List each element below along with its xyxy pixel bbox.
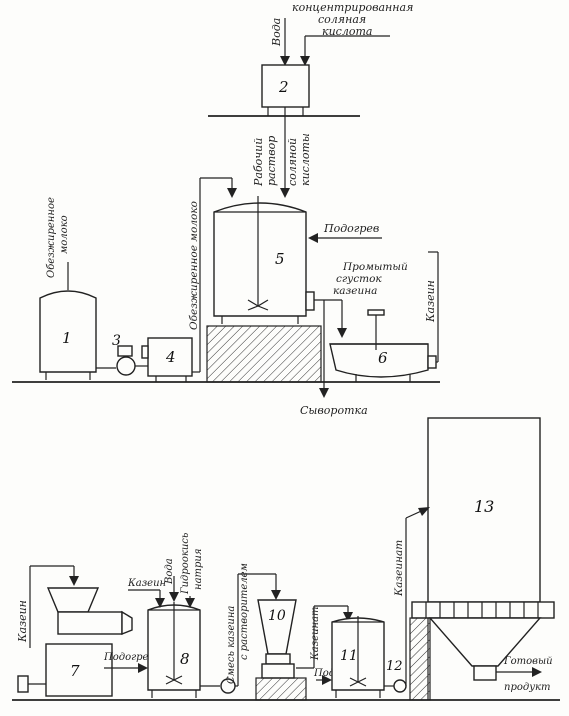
label-naoh-2: натрия — [193, 549, 204, 591]
number-5: 5 — [275, 250, 285, 268]
label-working-solution-3: соляной — [286, 138, 299, 186]
label-caseinate-13: Казеинат — [393, 540, 405, 597]
label-whey: Сыворотка — [300, 404, 368, 417]
mill-10 — [257, 599, 297, 679]
number-2: 3 — [112, 333, 121, 349]
number-8: 8 — [180, 650, 190, 668]
label-working-solution-4: кислоты — [299, 133, 312, 186]
label-washed-curd-2: сгусток — [336, 273, 382, 285]
number-4: 2 — [278, 78, 289, 96]
tank-8 — [147, 602, 201, 698]
label-heating-5: Подогрев — [323, 222, 379, 235]
number-13: 13 — [474, 497, 494, 516]
tank-6 — [329, 309, 437, 382]
unit-3 — [141, 337, 200, 382]
label-washed-curd-1: Промытый — [342, 261, 408, 273]
label-skim-milk-mid: Обезжиренное молоко — [188, 201, 200, 330]
pump-2 — [96, 345, 148, 376]
label-working-solution-1: Рабочий — [252, 138, 265, 187]
number-10: 10 — [268, 608, 286, 624]
number-11: 11 — [340, 648, 358, 664]
label-naoh-1: Гидроокись — [180, 533, 191, 595]
label-finished-2: продукт — [504, 682, 550, 693]
number-1: 1 — [62, 329, 72, 347]
label-finished-1: Готовый — [503, 656, 553, 667]
support-13 — [409, 617, 431, 701]
tank-4 — [208, 18, 390, 198]
number-3: 4 — [165, 348, 176, 366]
label-mixture-2: с растворителем — [239, 563, 250, 660]
foundation-10 — [255, 677, 307, 701]
tank-1 — [39, 290, 97, 380]
number-12: 12 — [386, 659, 403, 674]
label-mixture-1: Смесь казеина — [226, 606, 237, 684]
label-hcl-conc-2: соляная — [318, 13, 366, 26]
label-hcl-conc-1: концентрированная — [292, 1, 413, 14]
pump-9 — [200, 573, 281, 694]
label-casein-8: Казеин — [127, 578, 166, 589]
foundation-5 — [206, 325, 322, 383]
label-heating-8: Подогрев — [103, 652, 154, 663]
label-casein-right: Казеин — [424, 280, 437, 323]
label-washed-curd-3: казеина — [333, 285, 377, 297]
label-hcl-conc-3: кислота — [322, 25, 372, 38]
label-working-solution-2: раствор — [265, 136, 278, 186]
label-skim-milk-left-2: молоко — [59, 215, 70, 254]
label-water-top: Вода — [270, 18, 283, 47]
grinder-7 — [17, 587, 133, 697]
pump-12 — [384, 507, 430, 693]
tank-5 — [213, 196, 315, 324]
label-skim-milk-left-1: Обезжиренное — [46, 197, 57, 278]
number-6: 6 — [378, 349, 388, 367]
label-caseinate-11: Казеинат — [310, 606, 321, 661]
label-water-8: Вода — [164, 558, 175, 585]
number-7: 7 — [70, 662, 80, 680]
label-casein-left: Казеин — [16, 600, 29, 643]
dryer-13 — [411, 417, 555, 700]
tank-11 — [331, 616, 385, 698]
